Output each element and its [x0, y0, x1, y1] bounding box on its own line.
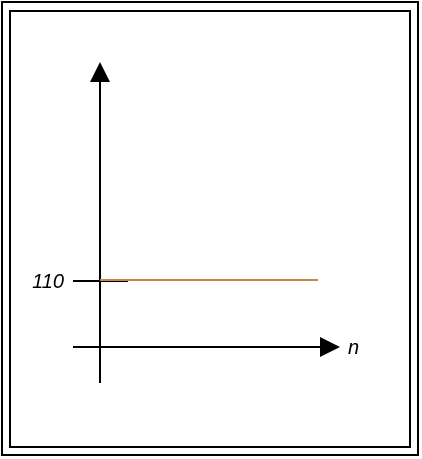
x-axis-label: n	[348, 337, 359, 359]
x-axis-arrowhead	[320, 337, 340, 357]
y-tick-label: 110	[32, 271, 64, 293]
y-axis-arrowhead	[90, 62, 110, 82]
inner-border	[9, 10, 411, 448]
